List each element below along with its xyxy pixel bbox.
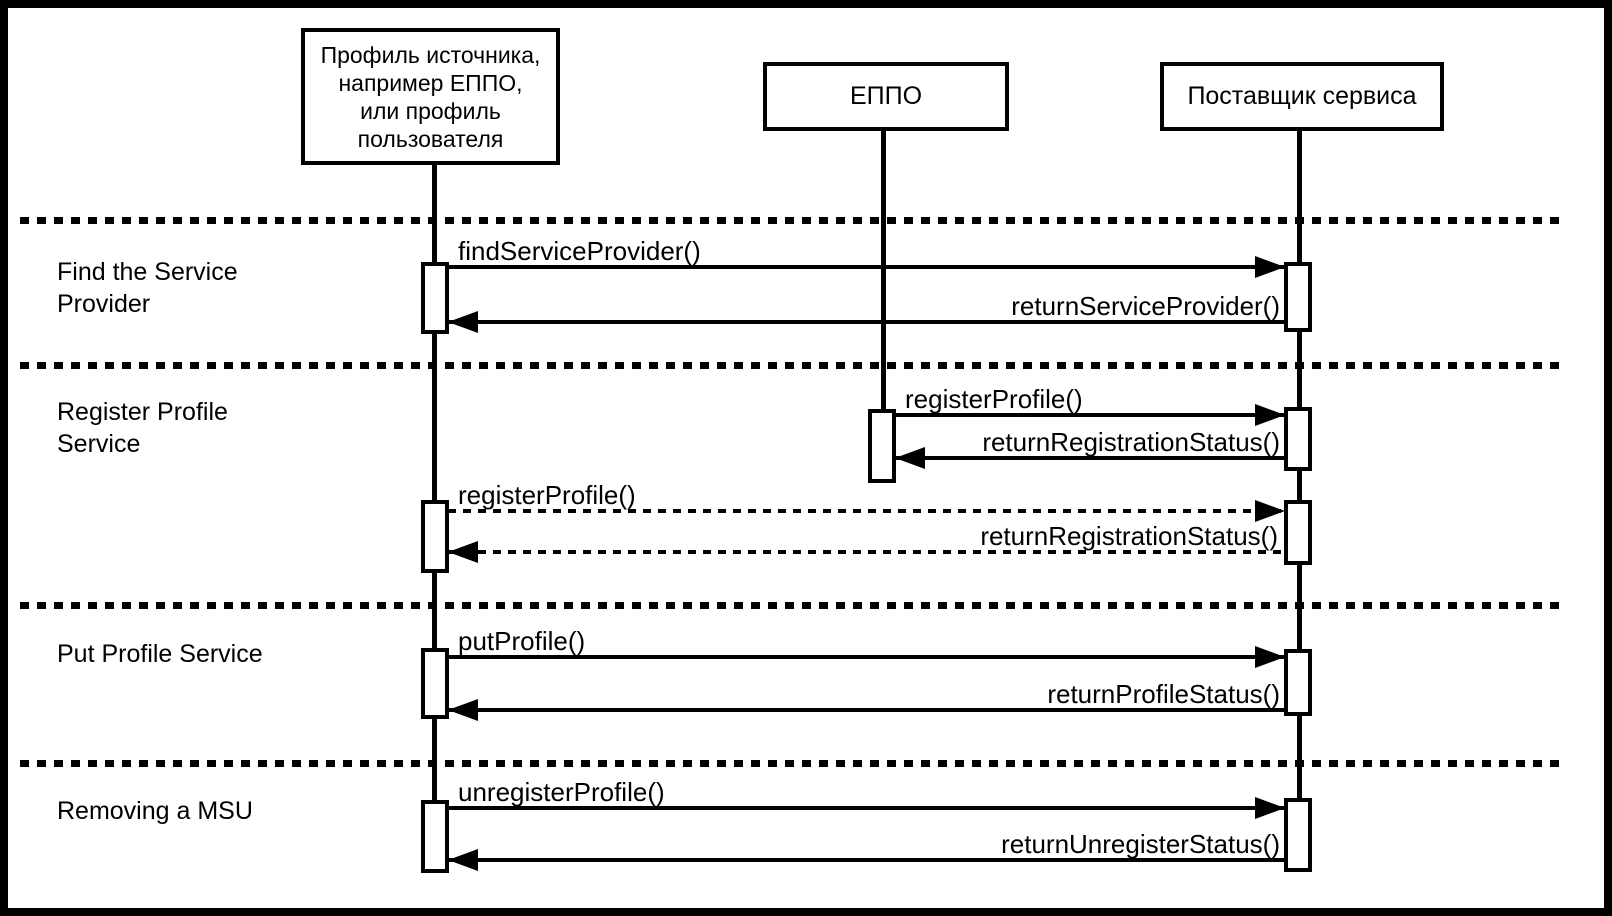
activation-bar (421, 500, 449, 573)
phase-label-line: Register Profile (57, 398, 228, 426)
arrowhead-right (1255, 404, 1285, 426)
phase-label-register-profile-service: Register Profile Service (57, 396, 228, 460)
message-line-dotted (448, 509, 1285, 513)
lifeline-eppo (881, 130, 886, 411)
actor-label-line: например ЕППО, (338, 69, 523, 96)
arrowhead-left (448, 699, 478, 721)
activation-bar (1284, 500, 1312, 565)
arrowhead-right (1255, 256, 1285, 278)
message-label: registerProfile() (458, 480, 636, 510)
activation-bar (421, 262, 449, 334)
arrowhead-left (895, 447, 925, 469)
phase-separator (20, 217, 1560, 224)
phase-label-line: Find the Service (57, 258, 238, 286)
phase-label-find-service-provider: Find the Service Provider (57, 256, 238, 320)
actor-source-profile: Профиль источника, например ЕППО, или пр… (301, 28, 560, 165)
actor-label-line: или профиль (360, 97, 501, 124)
activation-bar (1284, 649, 1312, 716)
phase-label-line: Service (57, 430, 141, 458)
phase-label-line: Removing a MSU (57, 797, 253, 825)
arrowhead-right (1255, 646, 1285, 668)
actor-label: ЕППО (849, 82, 923, 110)
message-label: putProfile() (458, 626, 586, 656)
activation-bar (868, 409, 896, 483)
message-label: returnProfileStatus() (1047, 679, 1280, 709)
activation-bar (421, 800, 449, 873)
arrowhead-right (1255, 500, 1285, 522)
phase-separator (20, 362, 1560, 369)
activation-bar (1284, 262, 1312, 332)
phase-label-put-profile-service: Put Profile Service (57, 638, 263, 670)
phase-separator (20, 760, 1560, 767)
message-label: returnUnregisterStatus() (1001, 829, 1280, 859)
message-line (448, 806, 1285, 810)
actor-label-line: Профиль источника, (320, 41, 541, 68)
message-line (448, 655, 1285, 659)
arrowhead-left (448, 541, 478, 563)
message-line (448, 320, 1285, 324)
message-line (448, 265, 1285, 269)
phase-label-line: Provider (57, 290, 151, 318)
activation-bar (1284, 798, 1312, 872)
message-line (448, 708, 1285, 712)
activation-bar (421, 648, 449, 719)
message-line (895, 413, 1285, 417)
actor-eppo: ЕППО (763, 62, 1009, 131)
arrowhead-left (448, 849, 478, 871)
message-label: returnRegistrationStatus() (982, 427, 1280, 457)
phase-label-line: Put Profile Service (57, 640, 263, 668)
message-label: returnRegistrationStatus() (980, 521, 1278, 551)
arrowhead-right (1255, 797, 1285, 819)
phase-label-removing-a-msu: Removing a MSU (57, 795, 253, 827)
actor-label: Поставщик сервиса (1187, 82, 1417, 110)
message-line-dotted (448, 550, 1285, 554)
activation-bar (1284, 407, 1312, 471)
message-label: returnServiceProvider() (1011, 291, 1280, 321)
actor-service-provider: Поставщик сервиса (1160, 62, 1444, 131)
arrowhead-left (448, 311, 478, 333)
message-line (448, 858, 1285, 862)
lifeline-source-profile (432, 164, 437, 803)
message-label: findServiceProvider() (458, 236, 701, 266)
phase-separator (20, 602, 1560, 609)
actor-label-line: пользователя (357, 125, 504, 152)
message-label: unregisterProfile() (458, 777, 665, 807)
message-label: registerProfile() (905, 384, 1083, 414)
message-line (895, 456, 1285, 460)
